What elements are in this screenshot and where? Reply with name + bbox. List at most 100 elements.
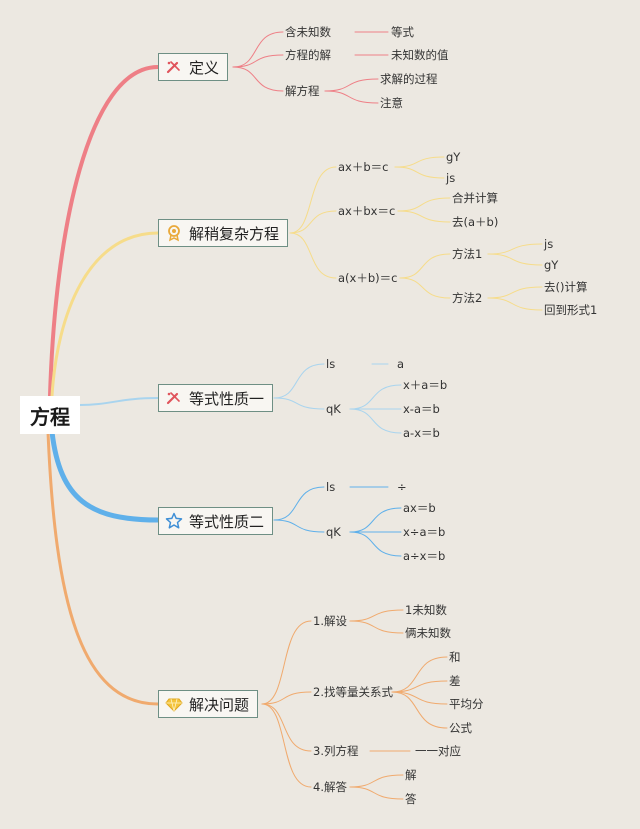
leaf-form1[interactable]: ax＋b＝c	[338, 160, 389, 174]
leaf-p1-qk[interactable]: qK	[326, 402, 341, 416]
star-icon	[165, 512, 183, 530]
connector-complex-2bb	[487, 297, 543, 311]
leaf-form2[interactable]: ax＋bx＝c	[338, 204, 396, 218]
connector-complex-2	[289, 232, 337, 279]
leaf-form1-gy[interactable]: gY	[446, 150, 461, 164]
connector-solve-1a	[391, 656, 448, 693]
connector-complex-2ba	[487, 286, 543, 299]
connector-complex-2aa	[487, 243, 543, 255]
connector-solve-0b	[349, 620, 404, 634]
leaf-formula[interactable]: 公式	[449, 721, 472, 735]
connector-solve-1c	[391, 691, 448, 705]
connector-p2-1c	[349, 531, 402, 557]
branch-define-label: 定义	[189, 58, 220, 77]
leaf-method2-back[interactable]: 回到形式1	[544, 303, 598, 317]
leaf-one-unknown[interactable]: 1未知数	[405, 603, 447, 617]
connector-p2-1a	[349, 507, 402, 533]
leaf-answer[interactable]: 答	[405, 792, 417, 806]
leaf-combine[interactable]: 合并计算	[452, 191, 498, 205]
leaf-find-relation[interactable]: 2.找等量关系式	[313, 685, 393, 699]
connector-solve-1b	[391, 680, 448, 693]
leaf-form3[interactable]: a(x＋b)＝c	[338, 271, 398, 285]
leaf-define-unknown[interactable]: 含未知数	[285, 25, 331, 39]
connector-p1-1a	[349, 384, 402, 410]
leaf-equation[interactable]: 等式	[391, 25, 414, 39]
connector-solve-0	[261, 620, 312, 705]
branch-define[interactable]: 定义	[158, 53, 229, 81]
branch-property-one-label: 等式性质一	[189, 389, 265, 408]
diamond-icon	[165, 695, 183, 713]
leaf-two-unknowns[interactable]: 俩未知数	[405, 626, 451, 640]
leaf-method1-gy[interactable]: gY	[544, 258, 559, 272]
connector-root-prop2	[49, 429, 161, 523]
connector-complex-2ab	[487, 253, 543, 266]
leaf-answer-step[interactable]: 4.解答	[313, 780, 347, 794]
leaf-p1-aminus[interactable]: a-x＝b	[403, 426, 440, 440]
connector-solve-3b	[349, 786, 404, 800]
medal-icon	[165, 224, 183, 242]
leaf-assume[interactable]: 1.解设	[313, 614, 347, 628]
leaf-method2[interactable]: 方法2	[452, 291, 483, 305]
leaf-p1-minus[interactable]: x-a＝b	[403, 402, 440, 416]
leaf-p2-qk[interactable]: qK	[326, 525, 341, 539]
branch-property-two[interactable]: 等式性质二	[158, 507, 274, 535]
leaf-correspond[interactable]: 一一对应	[415, 744, 461, 758]
branch-problem-label: 解决问题	[189, 695, 250, 714]
leaf-method2-bracket[interactable]: 去()计算	[544, 280, 588, 294]
leaf-p2-ls[interactable]: ls	[326, 480, 336, 494]
branch-property-one[interactable]: 等式性质一	[158, 384, 274, 412]
connector-solve-2	[261, 703, 312, 752]
leaf-notice[interactable]: 注意	[380, 96, 403, 110]
leaf-unknown-value[interactable]: 未知数的值	[391, 48, 449, 62]
connector-p1-0	[273, 363, 325, 399]
leaf-p1-a[interactable]: a	[397, 357, 405, 371]
leaf-form1-js[interactable]: js	[446, 171, 456, 185]
leaf-p2-divide[interactable]: ÷	[397, 480, 407, 494]
connector-define-2	[232, 66, 284, 92]
connector-complex-1b	[397, 210, 451, 223]
root-node[interactable]: 方程	[20, 396, 80, 434]
leaf-method1[interactable]: 方法1	[452, 247, 483, 261]
leaf-method1-js[interactable]: js	[544, 237, 554, 251]
connector-p2-1	[273, 519, 325, 533]
connector-root-define	[48, 65, 160, 398]
connector-root-complex	[50, 231, 160, 398]
connector-solve-0a	[349, 609, 404, 622]
leaf-p1-plus[interactable]: x＋a＝b	[403, 378, 448, 392]
connector-complex-2a	[399, 253, 451, 279]
connector-complex-2b	[399, 277, 451, 299]
connector-solve-3	[261, 703, 312, 788]
connector-complex-1	[289, 210, 337, 234]
connector-root-prop1	[79, 397, 159, 406]
connector-p1-1	[273, 397, 325, 410]
leaf-solve-equation[interactable]: 解方程	[285, 84, 320, 98]
connector-p1-1c	[349, 408, 402, 434]
leaf-solution-def[interactable]: 方程的解	[285, 48, 331, 62]
leaf-write-equation[interactable]: 3.列方程	[313, 744, 359, 758]
connector-define-1	[232, 54, 284, 68]
pencil-ruler-icon	[165, 58, 183, 76]
leaf-p2-xdiv[interactable]: x÷a＝b	[403, 525, 446, 539]
connector-complex-1a	[397, 197, 451, 212]
branch-complex-label: 解稍复杂方程	[189, 224, 280, 243]
connector-solve-1	[261, 691, 312, 705]
leaf-solving-process[interactable]: 求解的过程	[380, 72, 438, 86]
leaf-p2-adiv[interactable]: a÷x＝b	[403, 549, 446, 563]
connector-complex-0	[289, 166, 337, 234]
branch-complex-equation[interactable]: 解稍复杂方程	[158, 219, 289, 247]
branch-problem-solving[interactable]: 解决问题	[158, 690, 259, 718]
connector-define-2a	[324, 78, 379, 92]
connector-define-2b	[324, 90, 379, 104]
leaf-sum[interactable]: 和	[449, 650, 461, 664]
leaf-average[interactable]: 平均分	[449, 697, 484, 711]
leaf-p2-ax[interactable]: ax＝b	[403, 501, 436, 515]
leaf-solve[interactable]: 解	[405, 768, 417, 782]
leaf-remove-ab[interactable]: 去(a＋b)	[452, 215, 499, 229]
leaf-p1-ls[interactable]: ls	[326, 357, 336, 371]
connector-solve-1d	[391, 691, 448, 729]
connector-complex-0b	[394, 166, 445, 179]
leaf-difference[interactable]: 差	[449, 674, 461, 688]
root-label: 方程	[30, 404, 70, 429]
